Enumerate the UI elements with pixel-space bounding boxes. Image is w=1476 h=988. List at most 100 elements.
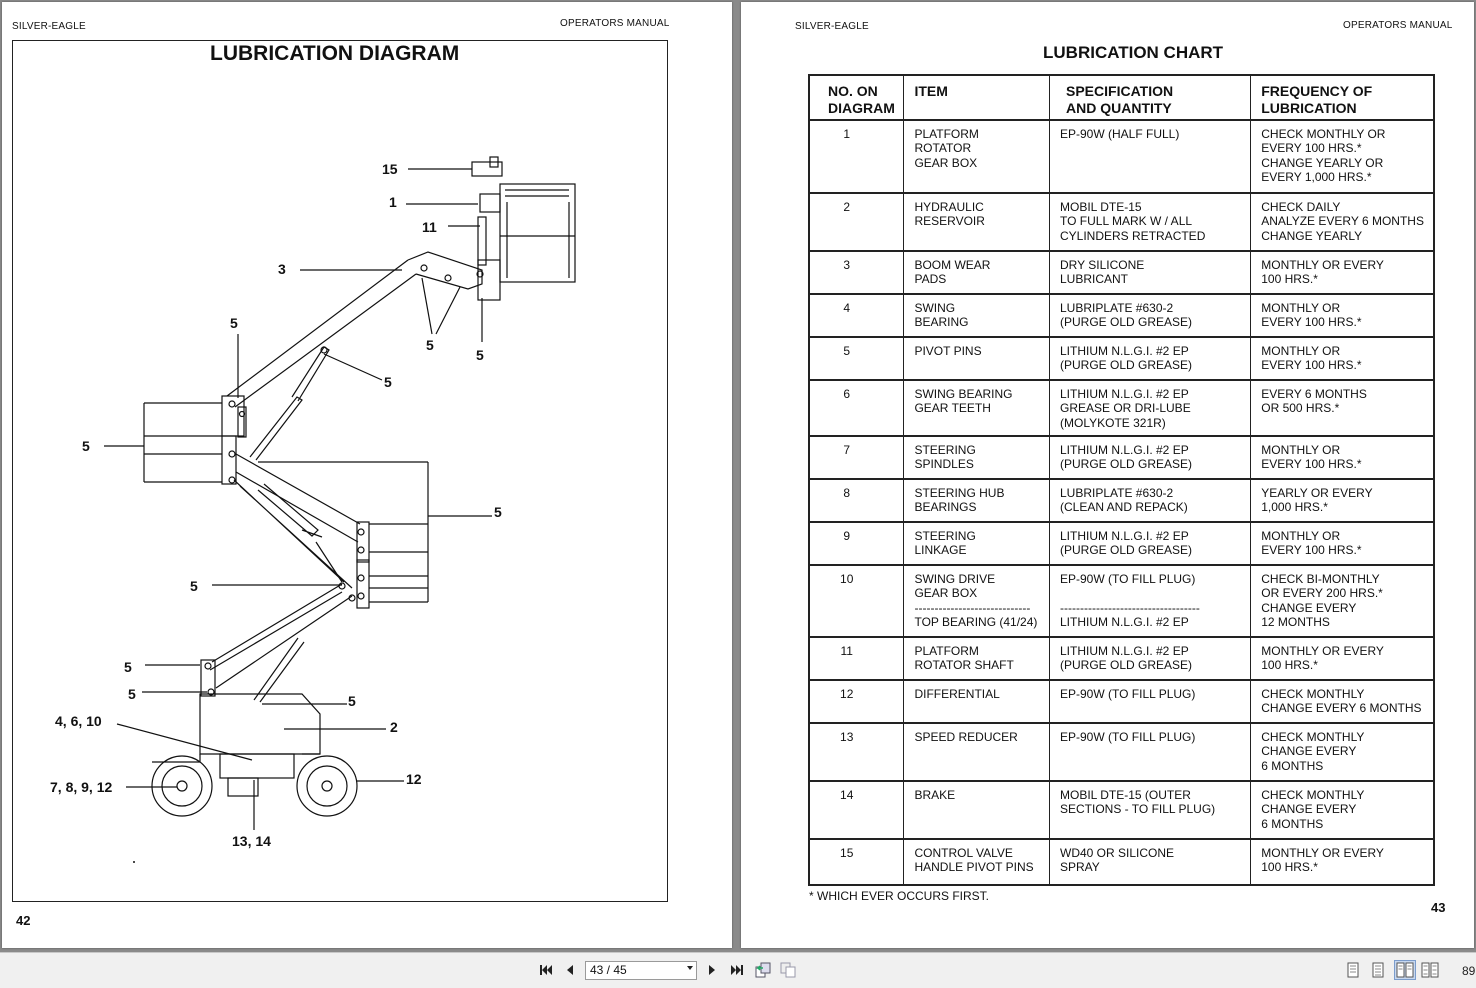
front-wheel [151,755,213,817]
cell-specification: MOBIL DTE-15 TO FULL MARK W / ALL CYLIND… [1048,192,1252,252]
callout-5: 5 [384,374,392,390]
cell-item: DIFFERENTIAL [903,679,1050,724]
cell-item: HYDRAULIC RESERVOIR [903,192,1050,252]
cell-frequency: MONTHLY OR EVERY 100 HRS.* [1250,336,1435,381]
col-header-frequency: FREQUENCY OF LUBRICATION [1250,74,1435,121]
page-number-value: 43 / 45 [590,963,627,977]
first-page-button[interactable] [537,961,555,979]
left-page: SILVER-EAGLE OPERATORS MANUAL LUBRICATIO… [2,2,732,948]
cell-specification: EP-90W (TO FILL PLUG) ------------------… [1048,564,1252,638]
cell-item: SPEED REDUCER [903,722,1050,782]
cell-number: 6 [808,379,905,437]
chassis [199,693,321,755]
cell-specification: EP-90W (TO FILL PLUG) [1048,679,1252,724]
previous-view-icon [755,962,771,978]
callout-5: 5 [476,347,484,363]
callout-5: 5 [426,337,434,353]
facing-button[interactable] [1394,960,1416,980]
cell-item: PLATFORM ROTATOR SHAFT [903,636,1050,681]
callout-5: 5 [128,686,136,702]
cell-frequency: MONTHLY OR EVERY 100 HRS.* [1250,293,1435,338]
cell-item: STEERING LINKAGE [903,521,1050,566]
cell-frequency: CHECK MONTHLY CHANGE EVERY 6 MONTHS [1250,780,1435,840]
cell-number: 15 [808,838,905,886]
callout-1: 1 [389,194,397,210]
next-view-button[interactable] [779,961,797,979]
cell-number: 7 [808,435,905,480]
lubrication-table: NO. ON DIAGRAM ITEM SPECIFICATION AND QU… [808,74,1435,886]
last-page-button[interactable] [728,961,746,979]
cell-frequency: MONTHLY OR EVERY 100 HRS.* [1250,838,1435,886]
cell-number: 3 [808,250,905,295]
page-title: LUBRICATION CHART [1043,43,1224,62]
single-page-button[interactable] [1344,961,1362,979]
header-brand: SILVER-EAGLE [795,21,869,32]
cell-specification: WD40 OR SILICONE SPRAY [1048,838,1252,886]
cell-item: CONTROL VALVE HANDLE PIVOT PINS [903,838,1050,886]
callout-15: 15 [382,161,398,177]
previous-view-button[interactable] [754,961,772,979]
table-header-row: NO. ON DIAGRAM ITEM SPECIFICATION AND QU… [808,74,1435,121]
cell-item: STEERING SPINDLES [903,435,1050,480]
cell-frequency: CHECK MONTHLY OR EVERY 100 HRS.* CHANGE … [1250,119,1435,194]
cell-item: SWING DRIVE GEAR BOX -------------------… [903,564,1050,638]
cell-frequency: YEARLY OR EVERY 1,000 HRS.* [1250,478,1435,523]
callout-2: 2 [390,719,398,735]
right-page: SILVER-EAGLE OPERATORS MANUAL LUBRICATIO… [741,2,1474,948]
cell-specification: LITHIUM N.L.G.I. #2 EP GREASE OR DRI-LUB… [1048,379,1252,437]
continuous-button[interactable] [1369,961,1387,979]
last-page-icon [731,965,743,975]
single-page-icon [1347,962,1359,978]
platform-basket [499,183,576,283]
cell-frequency: CHECK MONTHLY CHANGE EVERY 6 MONTHS [1250,679,1435,724]
cell-frequency: CHECK BI-MONTHLY OR EVERY 200 HRS.* CHAN… [1250,564,1435,638]
cell-specification: EP-90W (HALF FULL) [1048,119,1252,194]
continuous-icon [1372,962,1384,978]
lift-diagram: 15 1 11 3 5 5 5 5 5 5 5 5 5 5 4, 6, 10 2… [50,156,576,863]
cell-number: 1 [808,119,905,194]
page-number-select[interactable]: 43 / 45 [585,961,697,980]
cell-item: STEERING HUB BEARINGS [903,478,1050,523]
cell-number: 2 [808,192,905,252]
callout-5: 5 [348,693,356,709]
cell-number: 5 [808,336,905,381]
header-brand: SILVER-EAGLE [12,21,86,32]
cell-specification: LITHIUM N.L.G.I. #2 EP (PURGE OLD GREASE… [1048,435,1252,480]
cell-item: SWING BEARING [903,293,1050,338]
cell-number: 13 [808,722,905,782]
continuous-facing-button[interactable] [1421,961,1439,979]
next-page-button[interactable] [703,961,721,979]
col-header-item: ITEM [903,74,1050,121]
cell-specification: LITHIUM N.L.G.I. #2 EP (PURGE OLD GREASE… [1048,521,1252,566]
callout-3: 3 [278,261,286,277]
prev-page-button[interactable] [561,961,579,979]
cell-item: PLATFORM ROTATOR GEAR BOX [903,119,1050,194]
cell-frequency: MONTHLY OR EVERY 100 HRS.* [1250,250,1435,295]
callout-5: 5 [190,578,198,594]
continuous-facing-icon [1421,962,1439,978]
callout-5: 5 [124,659,132,675]
col-header-no: NO. ON DIAGRAM [808,74,905,121]
cell-frequency: CHECK DAILY ANALYZE EVERY 6 MONTHS CHANG… [1250,192,1435,252]
zoom-level[interactable]: 89 [1462,964,1476,978]
callout-5: 5 [230,315,238,331]
cell-frequency: EVERY 6 MONTHS OR 500 HRS.* [1250,379,1435,437]
callout-12: 12 [406,771,422,787]
cell-specification: LUBRIPLATE #630-2 (PURGE OLD GREASE) [1048,293,1252,338]
header-manual: OPERATORS MANUAL [560,18,670,29]
cell-number: 8 [808,478,905,523]
cell-specification: EP-90W (TO FILL PLUG) [1048,722,1252,782]
next-view-icon [780,962,796,978]
cell-number: 12 [808,679,905,724]
cell-item: BOOM WEAR PADS [903,250,1050,295]
